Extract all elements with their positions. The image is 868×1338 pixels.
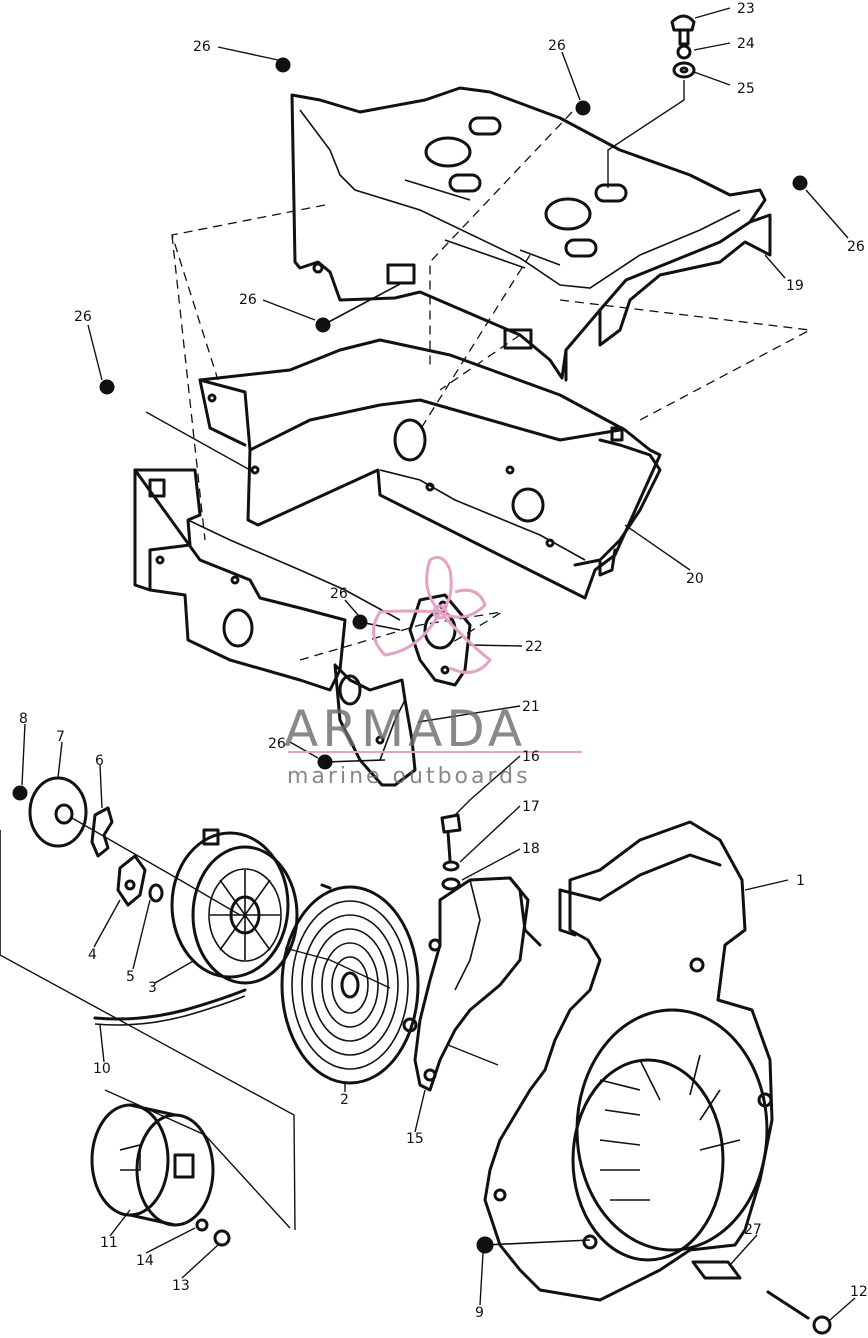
part-5-spring [148,883,164,903]
logo-blade-4 [438,611,493,674]
washer-24 [676,44,692,60]
part-4-pawl [116,854,147,907]
part-19-upper-cover [290,86,772,382]
callout-26-top-center: 26 [548,38,566,54]
callout-4: 4 [88,947,97,963]
callout-26-bracket: 26 [268,736,286,752]
part-21-bracket [333,663,417,787]
part-20-lower-tray [133,338,662,692]
callout-2: 2 [340,1092,349,1108]
callout-10: 10 [93,1061,111,1077]
callout-15-lower: 15 [406,1131,424,1147]
parts-9-12-27 [476,1236,832,1335]
bolt-16-17-18 [440,813,462,891]
logo-blade-2 [439,588,487,619]
callout-6: 6 [95,753,104,769]
washer-14 [195,1218,209,1232]
callout-11: 11 [100,1235,118,1251]
callout-15-upper: 16 [522,749,540,765]
callout-26-center: 26 [330,586,348,602]
assembly-lines [0,111,813,1231]
part-7-plate [28,776,88,848]
part-1-starter-housing [483,820,774,1302]
logo-hub [432,604,448,620]
callout-25: 25 [737,81,755,97]
callout-labels: 1 2 3 4 5 6 7 8 9 10 11 12 13 14 15 16 1… [19,1,868,1321]
part-8-nut [12,785,28,801]
callout-19: 19 [786,278,804,294]
callout-18: 18 [522,841,540,857]
part-3-rope-reel [170,828,299,985]
callout-1: 1 [796,873,805,889]
screw-13 [213,1229,231,1247]
part-10-rope [93,988,247,1026]
callout-24: 24 [737,36,755,52]
callout-14: 14 [136,1253,154,1269]
callout-26-mid-left: 26 [239,292,257,308]
bolt-23 [670,14,696,46]
callout-26-right: 26 [847,239,865,255]
part-2-spiral-spring [280,883,420,1085]
callout-20: 20 [686,571,704,587]
callout-26-far-left: 26 [74,309,92,325]
callout-22: 22 [525,639,543,655]
part-27-clip [691,1260,742,1280]
callout-12: 12 [850,1284,868,1300]
part-6-clip [90,806,114,858]
callout-9: 9 [475,1305,484,1321]
part-15-mount [402,876,542,1092]
callout-21: 21 [522,699,540,715]
callout-13: 13 [172,1278,190,1294]
armada-watermark: ARMADA marine outboards [284,556,582,789]
callout-8: 8 [19,711,28,727]
callout-3: 3 [148,980,157,996]
callout-23: 23 [737,1,755,17]
part-12-bolt [766,1290,810,1320]
washer-25 [672,61,696,79]
logo-blade-3 [372,609,443,657]
watermark-tagline: marine outboards [287,764,531,789]
callout-27: 27 [744,1222,762,1238]
fasteners [99,14,808,770]
logo-blade-1 [425,556,453,615]
part-11-handle [90,1103,231,1247]
leader-lines [21,7,856,1321]
propeller-logo [372,556,493,674]
watermark-brand: ARMADA [284,700,526,758]
callout-17: 17 [522,799,540,815]
callout-5: 5 [126,969,135,985]
callout-26-top-left: 26 [193,39,211,55]
small-parts-4-8 [12,776,164,907]
callout-7: 7 [56,729,65,745]
